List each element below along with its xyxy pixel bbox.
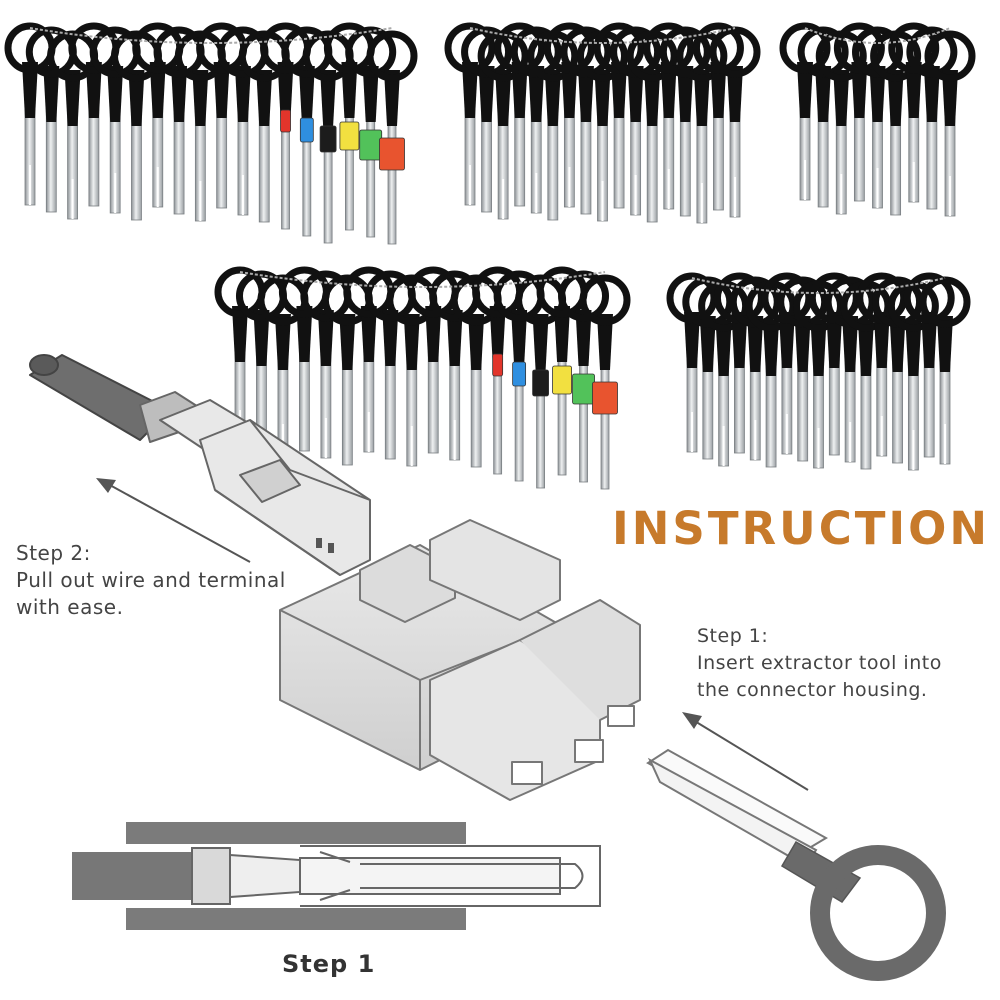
tool-set-middle-right bbox=[666, 272, 971, 471]
extractor-tool bbox=[345, 26, 397, 238]
cross-section-diagram bbox=[72, 822, 601, 930]
step1-bottom-label: Step 1 bbox=[282, 950, 376, 978]
extractor-tool bbox=[924, 30, 976, 217]
extractor-tool bbox=[260, 22, 312, 230]
pull-out-arrow bbox=[96, 478, 251, 563]
extractor-tool bbox=[153, 26, 205, 215]
step2-text-line1: Pull out wire and terminal bbox=[16, 568, 286, 592]
step2-title: Step 2: bbox=[16, 541, 91, 565]
tool-set-top-middle bbox=[444, 22, 761, 224]
extractor-tool bbox=[281, 26, 333, 237]
extractor-tool bbox=[366, 30, 418, 245]
insert-arrow bbox=[682, 712, 809, 791]
extractor-tool bbox=[888, 22, 940, 203]
instruction-heading: INSTRUCTION bbox=[612, 502, 991, 555]
ball-chain bbox=[469, 27, 736, 44]
extractor-tool bbox=[797, 26, 849, 208]
extractor-tool bbox=[709, 26, 761, 218]
extractor-tool bbox=[919, 276, 971, 465]
extractor-tool-diagram bbox=[646, 748, 946, 981]
extractor-tool bbox=[450, 274, 502, 468]
extractor-tool bbox=[577, 30, 628, 222]
wire-terminal-diagram bbox=[29, 354, 371, 576]
step2-caption: Step 2: Pull out wire and terminal with … bbox=[16, 540, 286, 621]
extractor-tool bbox=[833, 22, 885, 202]
step1-title: Step 1: bbox=[697, 625, 769, 647]
ball-chain bbox=[804, 27, 951, 44]
extractor-tool bbox=[89, 26, 141, 214]
step1-text-line1: Insert extractor tool into bbox=[697, 652, 942, 674]
ball-chain bbox=[29, 27, 393, 44]
tool-set-top-right bbox=[779, 22, 976, 217]
ball-chain bbox=[691, 277, 946, 294]
extractor-tool bbox=[779, 22, 831, 201]
step1-text-line2: the connector housing. bbox=[697, 679, 928, 701]
extractor-tool bbox=[68, 22, 120, 207]
tool-set-middle-left bbox=[214, 266, 631, 490]
connector-housing bbox=[279, 519, 641, 801]
extractor-tool bbox=[643, 22, 695, 210]
extractor-tool bbox=[906, 26, 958, 210]
tool-set-top-left bbox=[4, 22, 418, 245]
extractor-tool bbox=[558, 270, 610, 483]
step2-text-line2: with ease. bbox=[16, 595, 124, 619]
ball-chain bbox=[239, 271, 606, 288]
extractor-tool bbox=[852, 26, 903, 209]
extractor-tool bbox=[579, 274, 631, 490]
step1-caption: Step 1: Insert extractor tool into the c… bbox=[697, 623, 942, 704]
